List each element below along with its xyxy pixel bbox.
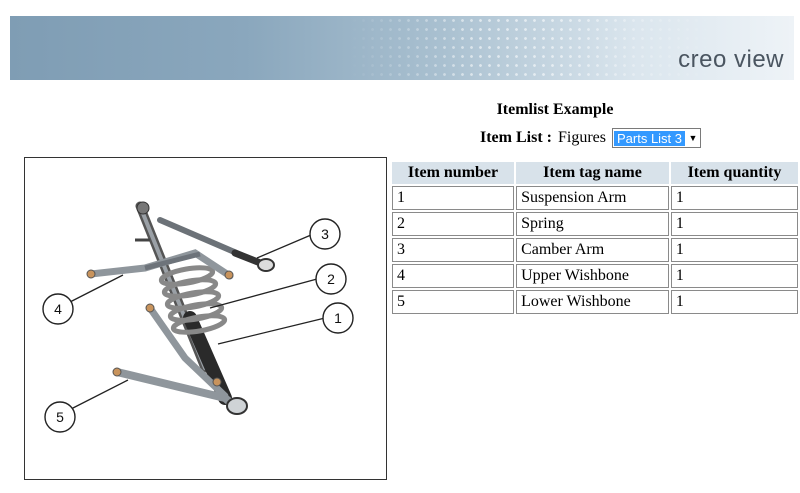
cell-item-number: 1 — [392, 186, 515, 210]
table-row[interactable]: 4 Upper Wishbone 1 — [392, 264, 798, 288]
cell-item-quantity: 1 — [670, 186, 798, 210]
callout-1[interactable]: 1 — [322, 302, 354, 334]
callout-2-label: 2 — [327, 271, 335, 287]
lower-wishbone — [112, 303, 248, 415]
cell-item-tag: Spring — [516, 212, 669, 236]
table-row[interactable]: 5 Lower Wishbone 1 — [392, 290, 798, 314]
callout-1-label: 1 — [334, 310, 342, 326]
table-row[interactable]: 1 Suspension Arm 1 — [392, 186, 798, 210]
item-list-context: Figures — [557, 129, 606, 146]
header-item-tag-name: Item tag name — [516, 162, 669, 184]
page-title: Itemlist Example — [496, 101, 614, 118]
callout-2[interactable]: 2 — [315, 263, 347, 295]
parts-list-dropdown[interactable]: Parts List 3 ▼ — [611, 128, 702, 148]
cell-item-number: 5 — [392, 290, 515, 314]
header-item-quantity: Item quantity — [670, 162, 798, 184]
table-header-row: Item number Item tag name Item quantity — [392, 162, 798, 184]
callout-3-label: 3 — [321, 226, 329, 242]
cell-item-tag: Suspension Arm — [516, 186, 669, 210]
assembly-illustration[interactable]: 1 2 3 4 5 — [24, 157, 387, 480]
cell-item-quantity: 1 — [670, 212, 798, 236]
camber-arm — [157, 217, 275, 272]
callout-5[interactable]: 5 — [44, 401, 76, 433]
item-list-selector-row: Item List : Figures Parts List 3 ▼ — [480, 128, 702, 148]
banner-dot-pattern — [350, 16, 710, 80]
header-item-number: Item number — [392, 162, 515, 184]
cell-item-number: 4 — [392, 264, 515, 288]
cell-item-number: 2 — [392, 212, 515, 236]
cell-item-quantity: 1 — [670, 290, 798, 314]
dropdown-arrow-icon[interactable]: ▼ — [688, 133, 698, 143]
cell-item-tag: Upper Wishbone — [516, 264, 669, 288]
cell-item-tag: Lower Wishbone — [516, 290, 669, 314]
cell-item-quantity: 1 — [670, 264, 798, 288]
callout-4[interactable]: 4 — [42, 293, 74, 325]
upper-wishbone — [86, 238, 234, 280]
brand-logo: creo view — [678, 46, 784, 73]
callout-5-label: 5 — [56, 409, 64, 425]
coil-spring — [158, 265, 228, 335]
item-list-table: Item number Item tag name Item quantity … — [390, 160, 800, 316]
callout-leaders — [69, 234, 326, 410]
table-row[interactable]: 2 Spring 1 — [392, 212, 798, 236]
cell-item-tag: Camber Arm — [516, 238, 669, 262]
callout-3[interactable]: 3 — [309, 218, 341, 250]
table-row[interactable]: 3 Camber Arm 1 — [392, 238, 798, 262]
callout-4-label: 4 — [54, 301, 62, 317]
cell-item-number: 3 — [392, 238, 515, 262]
suspension-assembly-drawing: 1 2 3 4 5 — [42, 201, 354, 433]
creo-view-banner: creo view — [10, 16, 794, 80]
cell-item-quantity: 1 — [670, 238, 798, 262]
item-list-label: Item List : — [480, 129, 552, 146]
parts-list-selected-value: Parts List 3 — [613, 130, 686, 146]
